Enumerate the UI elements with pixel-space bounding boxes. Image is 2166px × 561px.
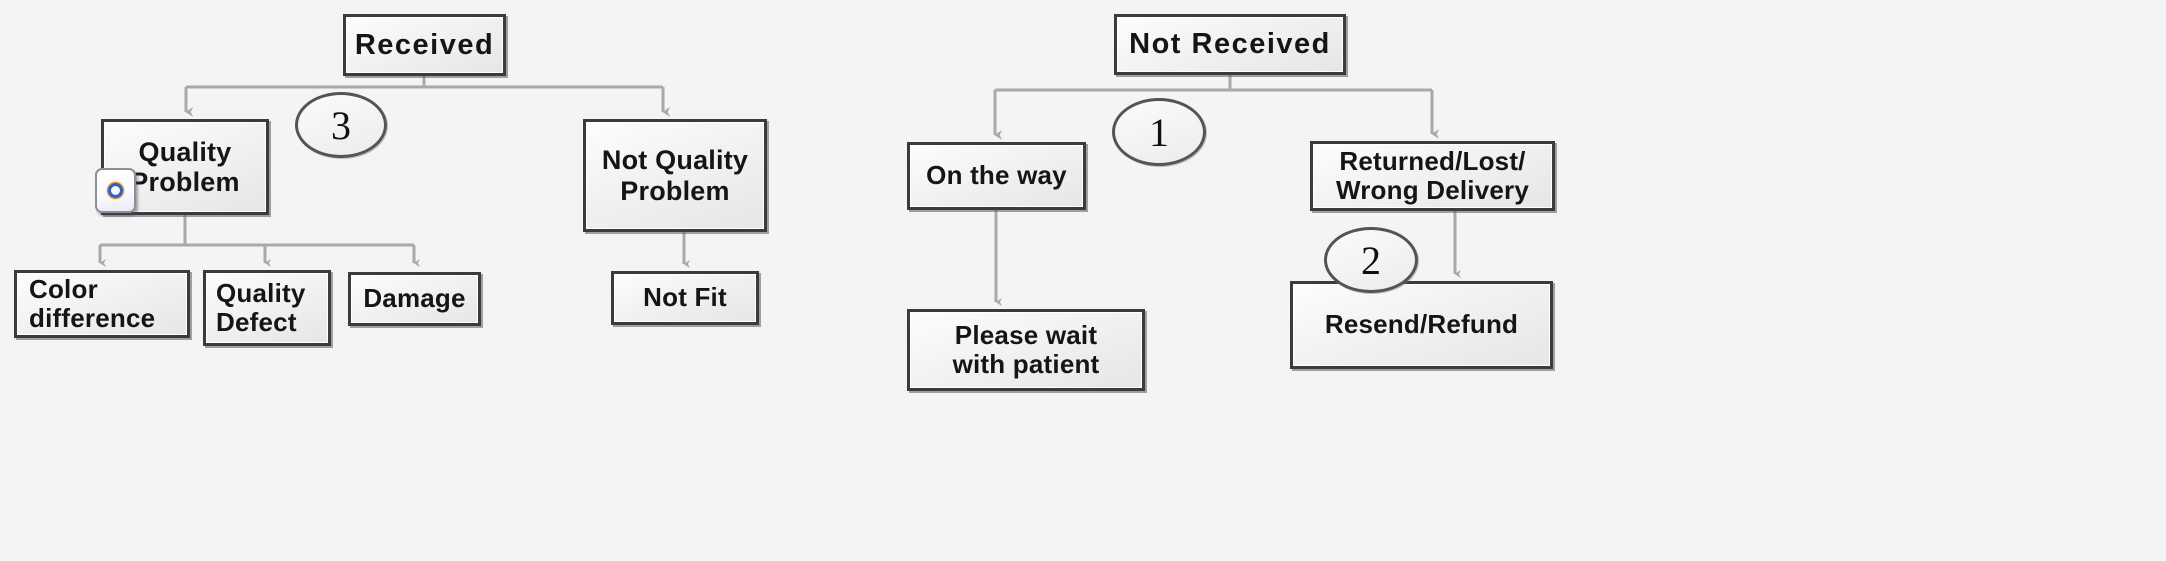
circle-ring-icon (108, 183, 123, 198)
node-not-fit[interactable]: Not Fit (611, 271, 759, 325)
node-please-wait-with-patient[interactable]: Please wait with patient (907, 309, 1145, 391)
node-resend-refund-label: Resend/Refund (1324, 309, 1519, 340)
quality-problem-overlay-badge[interactable] (95, 168, 136, 213)
node-please-wait-with-patient-label: Please wait with patient (952, 319, 1100, 379)
node-on-the-way-label: On the way (926, 160, 1067, 191)
node-damage-label: Damage (363, 283, 466, 314)
node-damage[interactable]: Damage (348, 272, 481, 326)
node-color-difference-label: Color difference (29, 273, 156, 333)
node-quality-defect-label: Quality Defect (216, 277, 306, 337)
node-not-received-label: Not Received (1129, 28, 1331, 61)
marker-one: 1 (1112, 98, 1206, 166)
edge-quality-problem-to-leaves (98, 215, 420, 268)
edge-received-to-children (184, 76, 671, 117)
node-color-difference[interactable]: Color difference (14, 270, 190, 338)
marker-one-label: 1 (1149, 109, 1169, 155)
edge-notreceived-to-children (993, 75, 1440, 140)
node-not-received[interactable]: Not Received (1114, 14, 1346, 75)
node-quality-problem[interactable]: Quality Problem (101, 119, 269, 215)
node-not-fit-label: Not Fit (643, 282, 727, 313)
marker-two: 2 (1324, 227, 1418, 293)
node-received-label: Received (354, 28, 495, 61)
marker-three: 3 (295, 92, 387, 158)
node-returned-lost-wrong-delivery-label: Returned/Lost/ Wrong Delivery (1335, 145, 1530, 205)
node-resend-refund[interactable]: Resend/Refund (1290, 281, 1553, 369)
node-received[interactable]: Received (343, 14, 506, 76)
node-quality-problem-label: Quality Problem (130, 136, 240, 197)
marker-three-label: 3 (331, 102, 351, 148)
node-not-quality-problem-label: Not Quality Problem (601, 145, 749, 206)
marker-two-label: 2 (1361, 237, 1381, 283)
node-not-quality-problem[interactable]: Not Quality Problem (583, 119, 767, 232)
node-returned-lost-wrong-delivery[interactable]: Returned/Lost/ Wrong Delivery (1310, 141, 1555, 211)
node-on-the-way[interactable]: On the way (907, 142, 1086, 210)
node-quality-defect[interactable]: Quality Defect (203, 270, 331, 346)
